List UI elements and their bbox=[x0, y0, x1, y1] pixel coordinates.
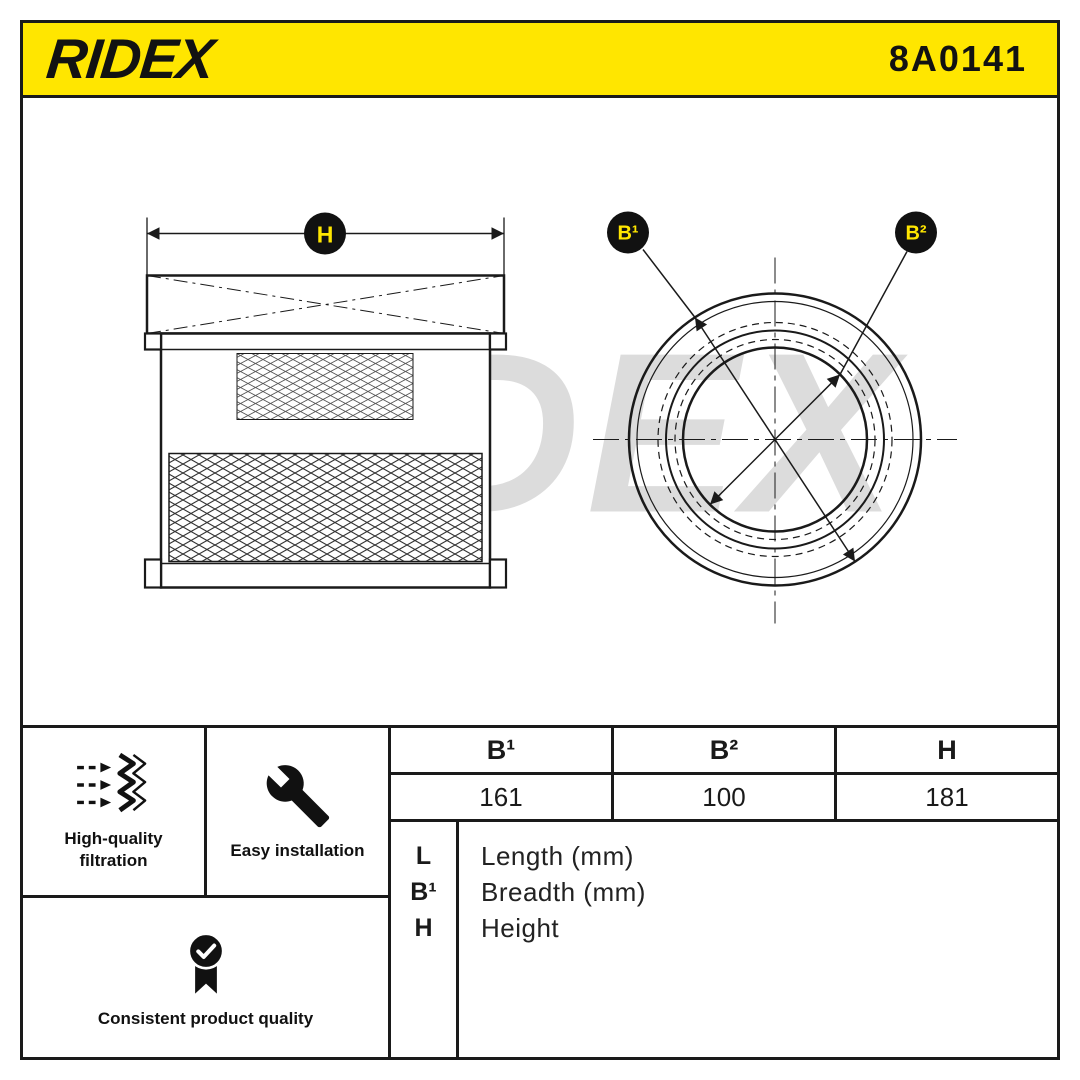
dimension-value-b1: 161 bbox=[479, 781, 523, 812]
legend-symbol-column: L B¹ H bbox=[391, 822, 459, 1057]
feature-high-quality-filtration: High-quality filtration bbox=[23, 728, 204, 895]
legend-symbol-b1: B¹ bbox=[410, 878, 437, 906]
dimension-legend: L B¹ H Length (mm) Breadth (mm) Height bbox=[391, 822, 1057, 1057]
quality-badge-icon bbox=[186, 932, 225, 994]
dimension-header-b2: B² bbox=[611, 728, 834, 772]
legend-desc-breadth: Breadth (mm) bbox=[481, 877, 646, 907]
feature-easy-installation: Easy installation bbox=[204, 728, 388, 895]
dimension-header-h: H bbox=[834, 728, 1057, 772]
feature-consistent-quality: Consistent product quality bbox=[23, 898, 388, 1057]
legend-description-column: Length (mm) Breadth (mm) Height bbox=[459, 822, 1057, 1057]
h-dimension-label: H bbox=[304, 212, 346, 255]
technical-drawing-svg: RIDEX bbox=[143, 211, 957, 624]
legend-desc-length: Length (mm) bbox=[481, 841, 634, 871]
info-section: High-quality filtration Easy installatio… bbox=[23, 725, 1057, 1057]
legend-symbol-h: H bbox=[414, 914, 433, 942]
dimensions-header-row: B¹ B² H bbox=[391, 728, 1057, 775]
header-bar: RIDEX 8A0141 bbox=[23, 23, 1057, 98]
dimensions-value-row: 161 100 181 bbox=[391, 775, 1057, 822]
legend-desc-height: Height bbox=[481, 913, 560, 943]
svg-text:B²: B² bbox=[905, 223, 926, 245]
features-panel: High-quality filtration Easy installatio… bbox=[23, 728, 391, 1057]
legend-symbol-l: L bbox=[415, 842, 432, 870]
dimension-value-h: 181 bbox=[834, 775, 1057, 819]
specs-panel: B¹ B² H 161 100 181 L B¹ H Length bbox=[391, 728, 1057, 1057]
wrench-icon bbox=[266, 764, 329, 828]
part-number: 8A0141 bbox=[888, 38, 1027, 79]
feature-label: High-quality filtration bbox=[64, 829, 163, 870]
front-view bbox=[593, 249, 957, 624]
feature-label: Consistent product quality bbox=[97, 1008, 314, 1028]
dimension-header-b1: B¹ bbox=[486, 734, 516, 765]
svg-text:B¹: B¹ bbox=[617, 223, 638, 245]
filtration-icon bbox=[76, 753, 146, 813]
lower-mesh bbox=[168, 452, 483, 563]
features-row: High-quality filtration Easy installatio… bbox=[23, 728, 388, 898]
outer-frame: RIDEX 8A0141 RIDEX bbox=[20, 20, 1060, 1060]
b1-dimension-label: B¹ bbox=[607, 211, 649, 254]
b2-dimension-line bbox=[709, 373, 841, 506]
technical-drawing: RIDEX bbox=[23, 98, 1057, 725]
b2-dimension-label: B² bbox=[895, 211, 937, 254]
svg-text:H: H bbox=[317, 222, 334, 248]
upper-mesh bbox=[236, 353, 414, 420]
dimension-value-b2: 100 bbox=[611, 775, 834, 819]
side-view bbox=[143, 217, 508, 589]
brand-logo: RIDEX bbox=[43, 27, 217, 90]
feature-label: Easy installation bbox=[230, 840, 365, 860]
